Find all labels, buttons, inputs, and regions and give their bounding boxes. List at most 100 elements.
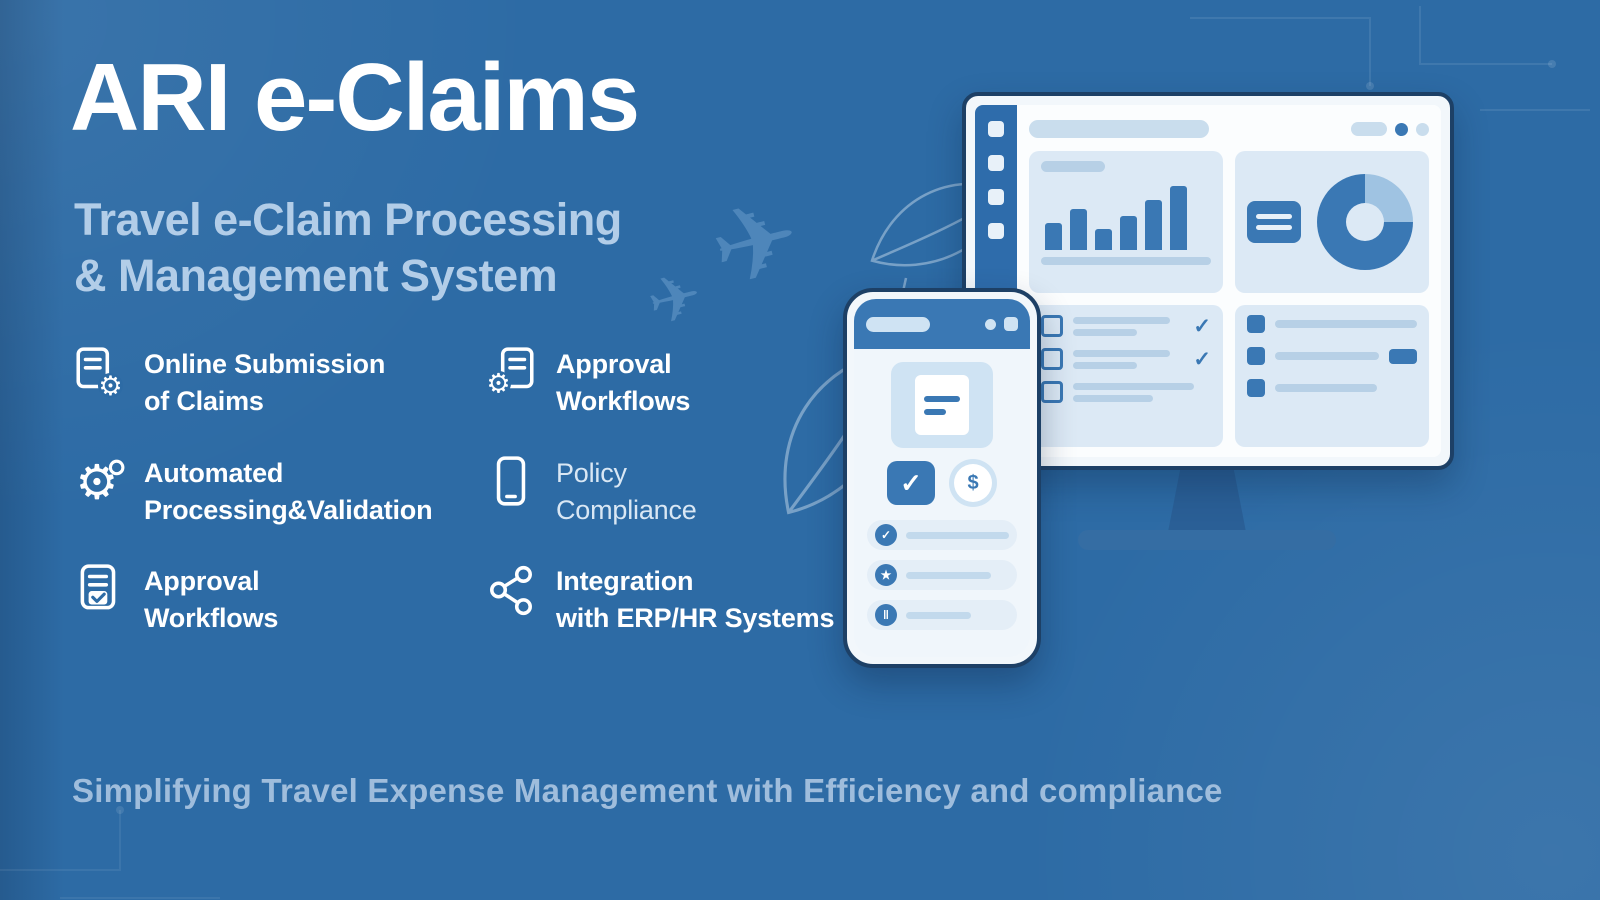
gear-document-icon: ⚙ <box>484 346 538 400</box>
square-icon <box>1247 379 1265 397</box>
feature-online-submission: ⚙ Online Submission of Claims <box>72 346 484 421</box>
tag-placeholder <box>1389 348 1417 364</box>
bar <box>1120 216 1137 250</box>
svg-text:⚙: ⚙ <box>486 369 510 400</box>
tagline: Simplifying Travel Expense Management wi… <box>72 772 1223 809</box>
checkbox-icon <box>1041 315 1063 337</box>
feature-line: Integration <box>556 566 694 596</box>
check-circle-icon: ✓ <box>875 524 897 546</box>
subtitle-line-2: & Management System <box>74 250 558 302</box>
task-row <box>1247 379 1417 397</box>
check-icon: ✓ <box>887 461 935 505</box>
feature-policy-compliance: Policy Compliance <box>484 455 902 530</box>
list-item: ★ <box>867 560 1017 590</box>
bar <box>1145 199 1162 250</box>
dashboard-bar-chart <box>1041 180 1211 250</box>
search-bar-placeholder <box>1029 120 1209 138</box>
chart-title-placeholder <box>1041 161 1105 172</box>
sidebar-icon <box>988 121 1004 137</box>
camera-dot-icon <box>985 318 996 330</box>
svg-text:⚙: ⚙ <box>98 371 122 400</box>
dashboard-cards: ✓ ✓ <box>1029 151 1429 447</box>
feature-label: Approval Workflows <box>144 563 278 638</box>
circuit-decoration-top-right <box>1190 6 1590 111</box>
smartphone-icon <box>484 455 538 509</box>
phone-header-pill <box>866 316 930 332</box>
task-row <box>1247 347 1417 365</box>
gears-icon: ⚙ <box>72 455 126 509</box>
task-row <box>1247 315 1417 333</box>
monitor-stand-base <box>1078 530 1336 550</box>
document-gear-icon: ⚙ <box>72 346 126 400</box>
sidebar-icon <box>988 223 1004 239</box>
checklist-card: ✓ ✓ <box>1029 305 1223 447</box>
feature-line: Processing&Validation <box>144 494 433 525</box>
phone-header <box>854 299 1030 349</box>
sidebar-icon <box>988 155 1004 171</box>
checkbox-icon <box>1041 348 1063 370</box>
document-card <box>891 362 993 448</box>
feature-automated-processing: ⚙ Automated Processing&Validation <box>72 455 484 530</box>
feature-line: Automated <box>144 457 284 488</box>
circuit-decoration-bottom-left <box>0 806 220 899</box>
feature-line: of Claims <box>144 386 264 417</box>
list-item: ✓ <box>867 520 1017 550</box>
bar <box>1095 229 1112 250</box>
checklist-row: ✓ <box>1041 315 1211 337</box>
bar <box>1045 223 1062 250</box>
page-subtitle: Travel e-Claim Processing & Management S… <box>74 192 622 305</box>
phone-screen: ✓ $ ✓ ★ ‖ <box>854 299 1030 657</box>
task-list-card <box>1235 305 1429 447</box>
bar <box>1170 185 1187 250</box>
star-circle-icon: ★ <box>875 564 897 586</box>
donut-chart <box>1317 174 1413 270</box>
dashboard-topbar <box>1029 115 1429 143</box>
feature-label: Approval Workflows <box>556 346 690 421</box>
airplane-icon: ✈ <box>639 257 710 341</box>
list-item: ‖ <box>867 600 1017 630</box>
feature-line: Workflows <box>144 603 279 634</box>
checkbox-icon <box>1041 381 1063 403</box>
page-title: ARI e-Claims <box>70 44 640 151</box>
donut-chart-card <box>1235 151 1429 293</box>
feature-approval-workflows-2: Approval Workflows <box>72 563 484 638</box>
sidebar-icon <box>988 189 1004 205</box>
phone-claim-list: ✓ ★ ‖ <box>867 520 1017 630</box>
monitor-stand-neck <box>1168 468 1246 532</box>
check-icon: ✓ <box>1193 347 1211 371</box>
legend-placeholder <box>1247 201 1301 243</box>
dollar-badge: $ <box>949 459 997 507</box>
feature-integration-erp: Integration with ERP/HR Systems <box>484 563 902 638</box>
square-icon <box>1247 315 1265 333</box>
phone-action-icons: ✓ $ <box>887 459 997 507</box>
pause-circle-icon: ‖ <box>875 604 897 626</box>
document-icon <box>915 375 969 435</box>
phone-illustration: ✓ $ ✓ ★ ‖ <box>843 288 1041 668</box>
chart-axis-placeholder <box>1041 257 1211 265</box>
feature-label: Policy Compliance <box>556 455 697 530</box>
phone-header-square <box>1004 317 1018 331</box>
feature-line: Compliance <box>556 494 697 525</box>
bar <box>1070 209 1087 250</box>
feature-line: Approval <box>144 566 260 596</box>
check-icon: ✓ <box>1193 314 1211 338</box>
feature-approval-workflows-1: ⚙ Approval Workflows <box>484 346 902 421</box>
checklist-row: ✓ <box>1041 348 1211 370</box>
share-network-icon <box>484 563 538 617</box>
feature-label: Integration with ERP/HR Systems <box>556 563 834 638</box>
bar-chart-card <box>1029 151 1223 293</box>
subtitle-line-1: Travel e-Claim Processing <box>74 194 622 245</box>
feature-label: Automated Processing&Validation <box>144 455 433 530</box>
dashboard-main: ✓ ✓ <box>1017 105 1441 457</box>
phone-body: ✓ $ ✓ ★ ‖ <box>854 349 1030 657</box>
feature-list: ⚙ Online Submission of Claims ⚙ Approval <box>72 346 902 638</box>
feature-line: with ERP/HR Systems <box>556 603 835 634</box>
feature-line: Online Submission <box>144 349 386 379</box>
topbar-pill <box>1351 122 1387 136</box>
feature-line: Approval <box>556 349 672 379</box>
feature-line: Workflows <box>556 386 691 417</box>
checklist-row <box>1041 381 1211 403</box>
dashboard-screen: ✓ ✓ <box>975 105 1441 457</box>
document-check-icon <box>72 563 126 617</box>
